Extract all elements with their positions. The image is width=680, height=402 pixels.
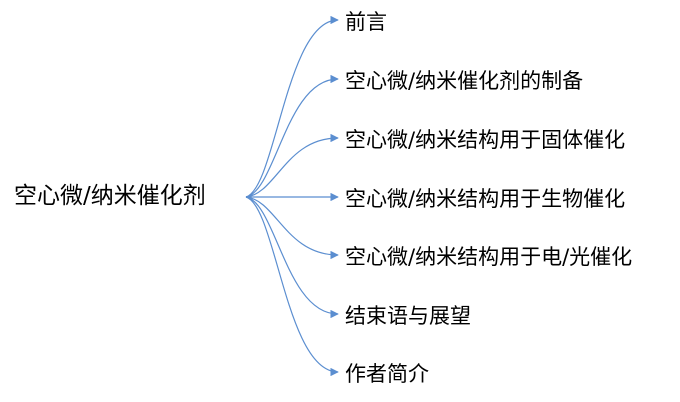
connector-arrow-7: [245, 196, 339, 377]
connector-arrow-3: [245, 133, 339, 198]
branch-label-preface: 前言: [345, 10, 387, 34]
branch-label-preparation: 空心微/纳米催化剂的制备: [345, 69, 584, 93]
branch-label-conclusion: 结束语与展望: [345, 304, 471, 328]
root-node-label: 空心微/纳米催化剂: [14, 183, 206, 209]
branch-label-bio-catalysis: 空心微/纳米结构用于生物催化: [345, 187, 626, 211]
connector-arrow-1: [245, 15, 339, 198]
connector-arrow-6: [245, 196, 339, 319]
connector-arrow-5: [245, 196, 339, 260]
branch-connectors: [245, 15, 339, 377]
branch-label-author-bio: 作者简介: [345, 362, 429, 386]
branch-label-solid-catalysis: 空心微/纳米结构用于固体催化: [345, 128, 626, 152]
branch-label-electro-photo: 空心微/纳米结构用于电/光催化: [345, 245, 633, 269]
connector-arrow-2: [245, 74, 339, 198]
